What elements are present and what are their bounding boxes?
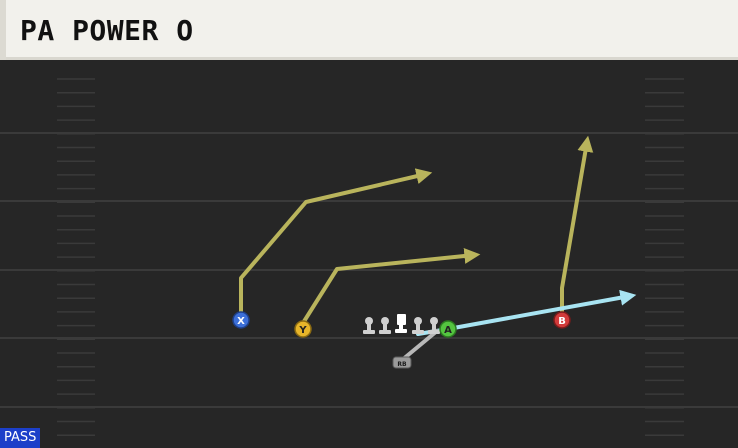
lineman-icon [412,317,424,334]
lineman-icon [428,317,440,334]
player-rb-label: RB [397,361,407,368]
offensive-line [363,314,440,334]
yard-lines [0,132,738,408]
player-y[interactable]: Y [294,320,312,338]
lineman-icon [363,317,375,334]
play-field: X Y A B RB [0,78,738,436]
player-rb[interactable]: RB [392,356,412,369]
header-edge [0,0,6,60]
center-icon [395,314,407,333]
play-header: PA POWER O [0,0,738,60]
hash-marks-left [57,78,95,436]
lineman-icon [379,317,391,334]
player-y-label: Y [298,325,307,336]
routes [239,135,637,362]
b-route [560,135,594,314]
play-title: PA POWER O [20,14,194,47]
rb-route [400,329,439,362]
player-x[interactable]: X [232,311,250,329]
x-route [239,168,433,314]
player-x-label: X [237,316,245,327]
player-b-label: B [558,316,566,327]
player-b[interactable]: B [553,311,571,329]
player-a[interactable]: A [439,320,457,338]
player-a-label: A [444,325,452,336]
pass-badge: PASS [0,428,41,448]
hash-marks-right [645,78,684,436]
y-route [301,248,481,325]
